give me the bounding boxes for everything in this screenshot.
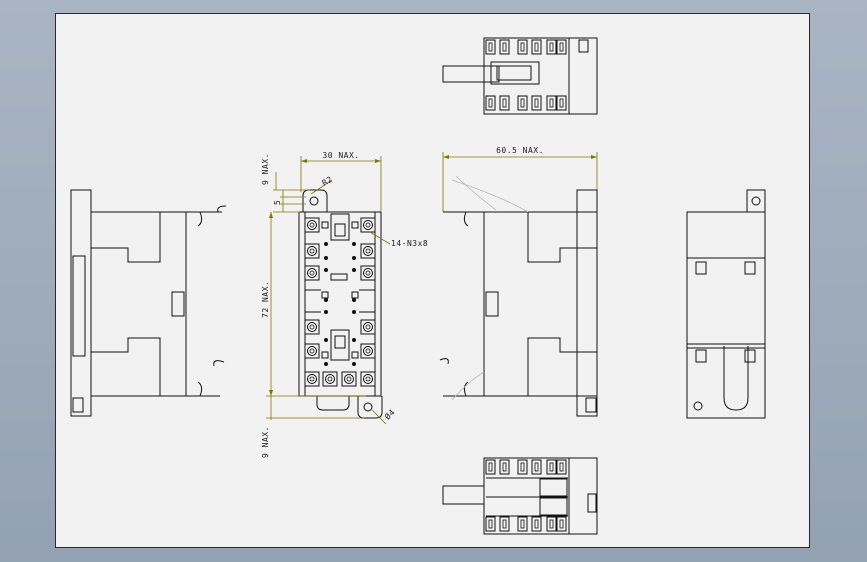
dimension-arrows	[269, 155, 597, 396]
front-view	[298, 189, 383, 419]
height-72-label: 72 NAX.	[261, 281, 270, 318]
left-side-view	[70, 189, 227, 417]
bottom-margin-label: 9 NAX.	[261, 426, 270, 458]
width-60-5-label: 60.5 NAX.	[496, 146, 544, 155]
terminals-label: 14-N3x8	[391, 239, 428, 248]
dimension-lines	[266, 152, 598, 425]
side-view	[439, 189, 598, 417]
gap-5-label: 5	[273, 200, 282, 205]
top-view	[442, 37, 598, 115]
drawing-sheet	[55, 13, 810, 548]
radius-label: R2	[321, 175, 335, 188]
bottom-view	[442, 457, 598, 535]
rear-view	[686, 189, 766, 419]
side-view-ghost-lines	[451, 175, 529, 401]
width-30-label: 30 NAX.	[322, 151, 359, 160]
hole-diameter-label: Ø4	[382, 407, 397, 422]
front-view-dots	[324, 242, 356, 366]
top-margin-label: 9 NAX.	[261, 153, 270, 185]
